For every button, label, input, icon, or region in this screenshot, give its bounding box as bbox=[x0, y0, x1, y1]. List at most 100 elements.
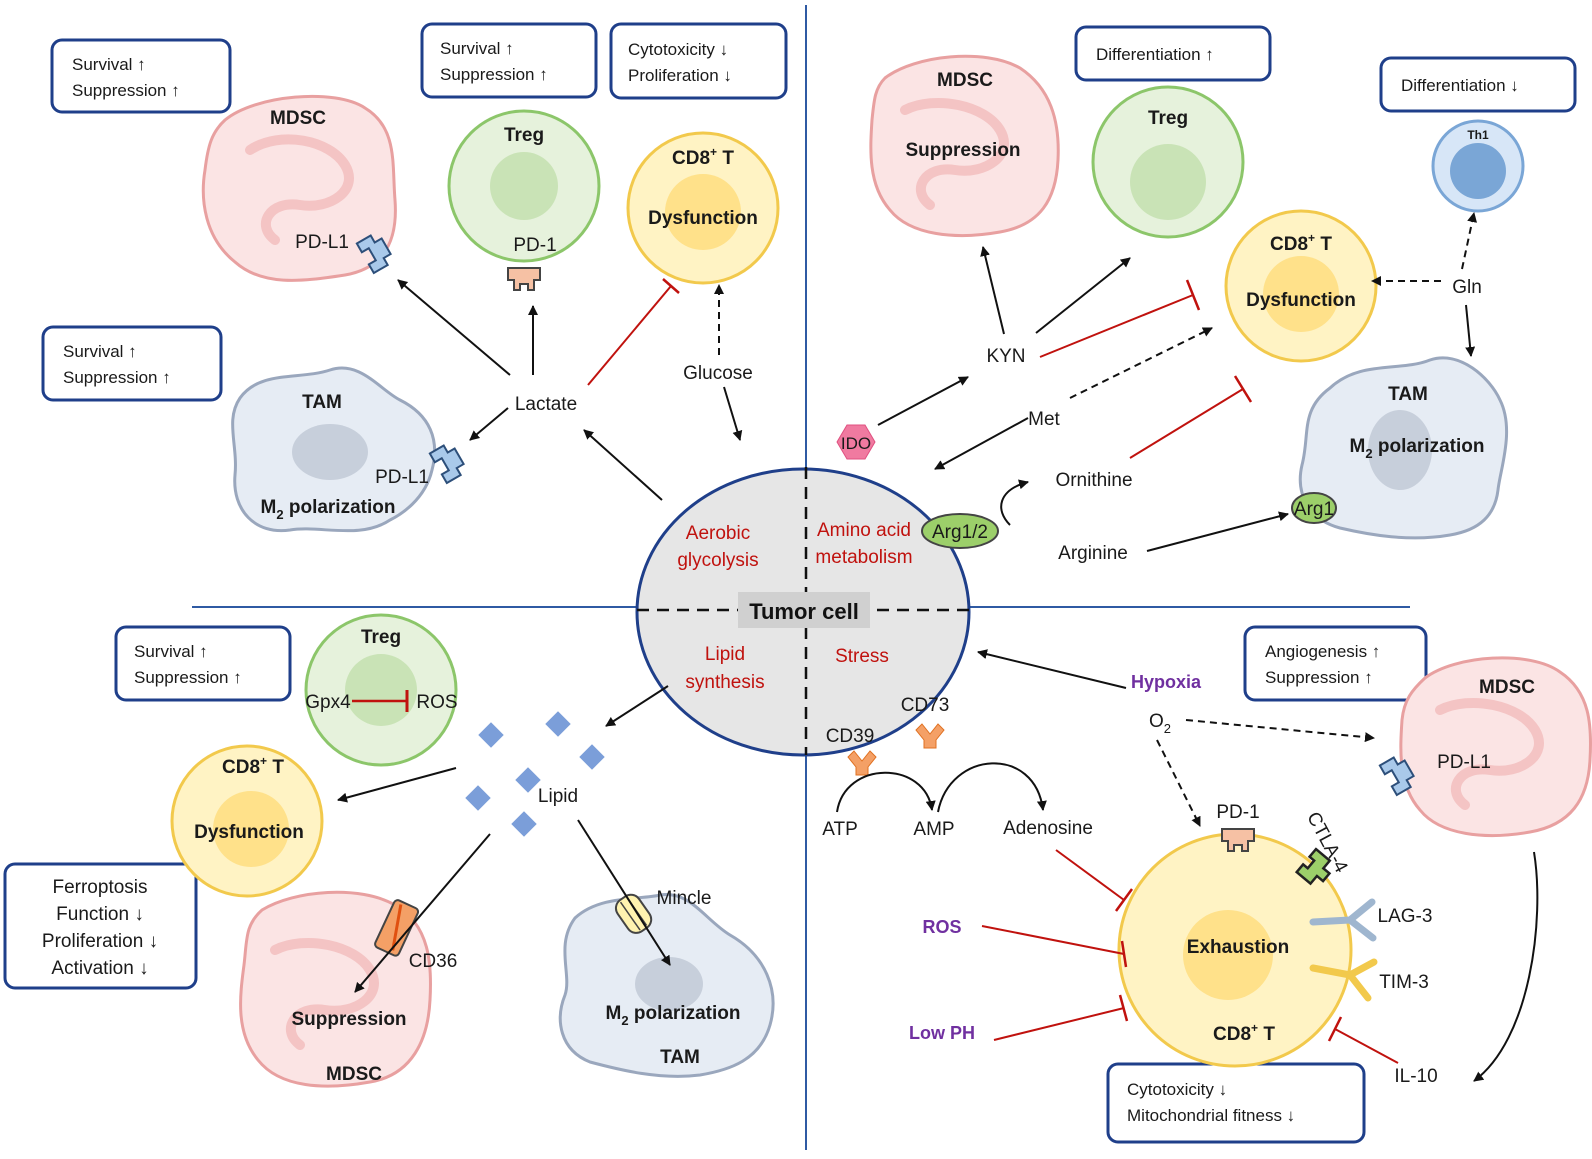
arg1-enzyme-icon bbox=[1291, 492, 1337, 524]
cd8-effect-box: Ferroptosis Function ↓ Proliferation ↓ A… bbox=[3, 862, 198, 990]
m2-polarization-label: M2 polarization bbox=[1350, 436, 1485, 461]
mdsc-cell: Suppression MDSC CD36 bbox=[239, 890, 457, 1088]
lag3-receptor-icon bbox=[1309, 898, 1377, 942]
exhaustion-label: Exhaustion bbox=[1187, 937, 1289, 958]
hypoxia-label: Hypoxia bbox=[1131, 672, 1202, 692]
kyn-label: KYN bbox=[986, 346, 1025, 367]
mdsc-cell: MDSC Suppression bbox=[869, 54, 1060, 237]
arg12-enzyme: Arg1/2 bbox=[921, 513, 999, 549]
lag3-label: LAG-3 bbox=[1378, 906, 1433, 927]
box-line: Survival ↑ bbox=[440, 39, 514, 58]
cd8-cell: CD8+ T Dysfunction bbox=[626, 131, 780, 285]
pdl1-receptor-icon bbox=[1378, 756, 1415, 797]
tam-cell: TAM PD-L1 M2 polarization bbox=[231, 366, 465, 533]
il10-label: IL-10 bbox=[1394, 1066, 1437, 1087]
th1-differentiation-box: Differentiation ↓ bbox=[1379, 56, 1577, 113]
box-line: Function ↓ bbox=[56, 904, 144, 925]
box-line: Mitochondrial fitness ↓ bbox=[1127, 1106, 1295, 1125]
cd8-label: CD8+ T bbox=[672, 145, 734, 169]
box-line: Survival ↑ bbox=[72, 55, 146, 74]
ido-label: IDO bbox=[841, 434, 871, 453]
glycolysis-label-2: glycolysis bbox=[677, 550, 758, 571]
pdl1-receptor-icon bbox=[355, 234, 392, 275]
lipid-label: Lipid bbox=[538, 786, 578, 807]
treg-label: Treg bbox=[504, 125, 544, 146]
tam-effect-box: Survival ↑ Suppression ↑ bbox=[41, 325, 223, 402]
cd39-enzyme-icon bbox=[847, 750, 877, 776]
box-line: Cytotoxicity ↓ bbox=[1127, 1080, 1227, 1099]
cd8-label: CD8+ T bbox=[1270, 231, 1332, 255]
lipid-arrows bbox=[337, 685, 671, 993]
box-line: Suppression ↑ bbox=[63, 368, 171, 387]
cd8-label: CD8+ T bbox=[222, 754, 284, 778]
ornithine-label: Ornithine bbox=[1055, 470, 1132, 491]
th1-label: Th1 bbox=[1467, 128, 1489, 142]
met-label: Met bbox=[1028, 409, 1060, 430]
mdsc-effect-box: Angiogenesis ↑ Suppression ↑ bbox=[1243, 625, 1428, 702]
box-line: Differentiation ↓ bbox=[1401, 76, 1519, 95]
pdl1-label: PD-L1 bbox=[295, 232, 349, 253]
pd1-label: PD-1 bbox=[1216, 802, 1259, 823]
mdsc-label: MDSC bbox=[326, 1064, 382, 1085]
mdsc-cell: MDSC PD-L1 bbox=[201, 94, 397, 282]
dysfunction-label: Dysfunction bbox=[1246, 290, 1356, 311]
quadrant-glycolysis: Survival ↑ Suppression ↑ Survival ↑ Supp… bbox=[41, 22, 788, 533]
tam-label: TAM bbox=[660, 1047, 700, 1068]
cd8-cell: CD8+ T Dysfunction bbox=[1224, 209, 1378, 363]
mincle-label: Mincle bbox=[657, 888, 712, 909]
mdsc-cell: MDSC PD-L1 bbox=[1378, 656, 1592, 837]
tam-cell: TAM M2 polarization Arg1 bbox=[1291, 356, 1509, 540]
lipid-droplets bbox=[465, 711, 605, 837]
m2-polarization-label: M2 polarization bbox=[606, 1003, 741, 1028]
tam-cell: M2 polarization TAM Mincle bbox=[558, 888, 775, 1078]
glucose-label: Glucose bbox=[683, 363, 753, 384]
cd8-cell: CD8+ T Dysfunction bbox=[170, 744, 324, 898]
pdl1-label: PD-L1 bbox=[1437, 752, 1491, 773]
pdl1-receptor-icon bbox=[428, 444, 465, 485]
stress-label: Stress bbox=[835, 646, 889, 667]
suppression-label: Suppression bbox=[291, 1009, 406, 1030]
glycolysis-arrows bbox=[397, 278, 743, 501]
dysfunction-label: Dysfunction bbox=[194, 822, 304, 843]
arg1-label: Arg1 bbox=[1294, 499, 1334, 520]
tumor-cell: Tumor cell Aerobic glycolysis Amino acid… bbox=[635, 467, 971, 757]
box-line: Ferroptosis bbox=[52, 877, 147, 898]
quadrant-amino-acid: Differentiation ↑ Differentiation ↓ MDSC… bbox=[836, 25, 1577, 564]
gln-label: Gln bbox=[1452, 277, 1482, 298]
treg-cell: Treg bbox=[1091, 85, 1245, 239]
box-line: Angiogenesis ↑ bbox=[1265, 642, 1380, 661]
amino-acid-label-2: metabolism bbox=[815, 547, 912, 568]
box-line: Cytotoxicity ↓ bbox=[628, 40, 728, 59]
treg-differentiation-box: Differentiation ↑ bbox=[1074, 25, 1272, 82]
lipid-synthesis-label-2: synthesis bbox=[685, 672, 764, 693]
tim3-receptor-icon bbox=[1309, 958, 1378, 1002]
mdsc-label: MDSC bbox=[270, 108, 326, 129]
ros-label: ROS bbox=[416, 692, 457, 713]
mincle-receptor-icon bbox=[614, 893, 653, 934]
quadrant-stress: Angiogenesis ↑ Suppression ↑ Cytotoxicit… bbox=[822, 625, 1592, 1144]
cd36-transporter-icon bbox=[374, 899, 420, 957]
box-line: Suppression ↑ bbox=[72, 81, 180, 100]
ros-label: ROS bbox=[922, 917, 961, 937]
dysfunction-label: Dysfunction bbox=[648, 208, 758, 229]
arginine-label: Arginine bbox=[1058, 543, 1128, 564]
cd8-effect-box: Cytotoxicity ↓ Mitochondrial fitness ↓ bbox=[1106, 1062, 1366, 1144]
mdsc-label: MDSC bbox=[1479, 677, 1535, 698]
box-line: Suppression ↑ bbox=[440, 65, 548, 84]
adenosine-label: Adenosine bbox=[1003, 818, 1093, 839]
treg-label: Treg bbox=[361, 627, 401, 648]
ido-enzyme: IDO bbox=[836, 424, 876, 460]
suppression-label: Suppression bbox=[905, 140, 1020, 161]
tumor-cell-label: Tumor cell bbox=[749, 599, 859, 624]
amino-acid-label-1: Amino acid bbox=[817, 520, 911, 541]
mdsc-label: MDSC bbox=[937, 70, 993, 91]
tim3-label: TIM-3 bbox=[1379, 972, 1429, 993]
atp-label: ATP bbox=[822, 819, 858, 840]
amp-label: AMP bbox=[913, 819, 954, 840]
box-line: Differentiation ↑ bbox=[1096, 45, 1214, 64]
cd73-enzyme-icon bbox=[915, 723, 945, 749]
cd39-label: CD39 bbox=[826, 726, 875, 747]
ctla4-receptor-icon bbox=[1294, 847, 1332, 886]
